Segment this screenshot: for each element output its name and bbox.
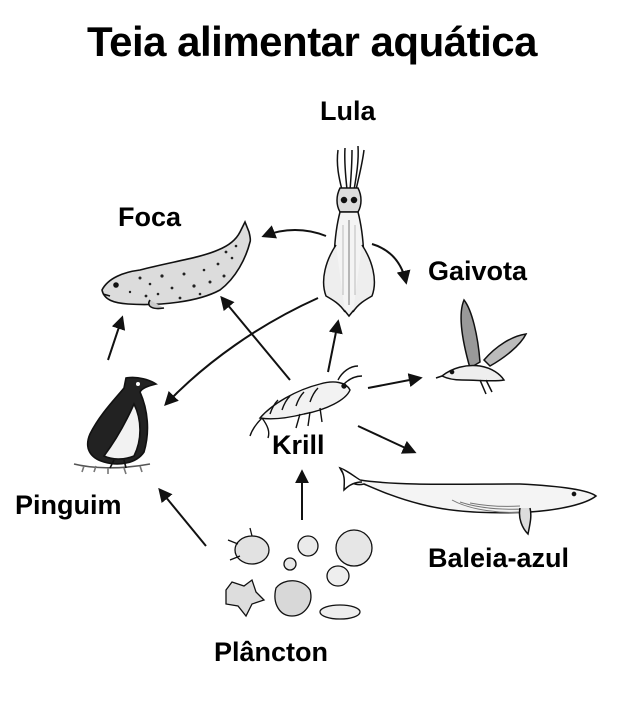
label-baleia-azul: Baleia-azul bbox=[428, 543, 570, 573]
arrow-pinguim-to-foca bbox=[107, 315, 126, 361]
label-krill: Krill bbox=[272, 430, 325, 460]
label-lula: Lula bbox=[320, 96, 376, 126]
diagram-title: Teia alimentar aquática bbox=[87, 18, 537, 65]
food-web-arrows bbox=[107, 225, 423, 547]
seal-illustration bbox=[101, 220, 252, 310]
seagull-illustration bbox=[435, 298, 528, 395]
label-plancton: Plâncton bbox=[214, 637, 329, 667]
arrow-lula-to-foca bbox=[261, 225, 327, 239]
label-gaivota: Gaivota bbox=[428, 256, 528, 286]
plankton-illustration bbox=[225, 527, 373, 620]
penguin-illustration bbox=[73, 376, 158, 475]
arrow-krill-to-baleia bbox=[357, 425, 417, 454]
arrow-krill-to-foca bbox=[220, 295, 291, 381]
arrow-plancton-to-pinguim bbox=[158, 487, 207, 547]
arrow-lula-to-pinguim bbox=[164, 297, 319, 407]
squid-illustration bbox=[322, 145, 376, 318]
arrow-krill-to-lula bbox=[327, 319, 343, 373]
krill-illustration bbox=[249, 365, 363, 439]
label-pinguim: Pinguim bbox=[15, 490, 122, 520]
label-foca: Foca bbox=[118, 202, 182, 232]
arrow-krill-to-gaivota bbox=[367, 373, 423, 389]
arrow-lula-to-gaivota bbox=[371, 243, 411, 285]
blue-whale-illustration bbox=[338, 466, 598, 536]
